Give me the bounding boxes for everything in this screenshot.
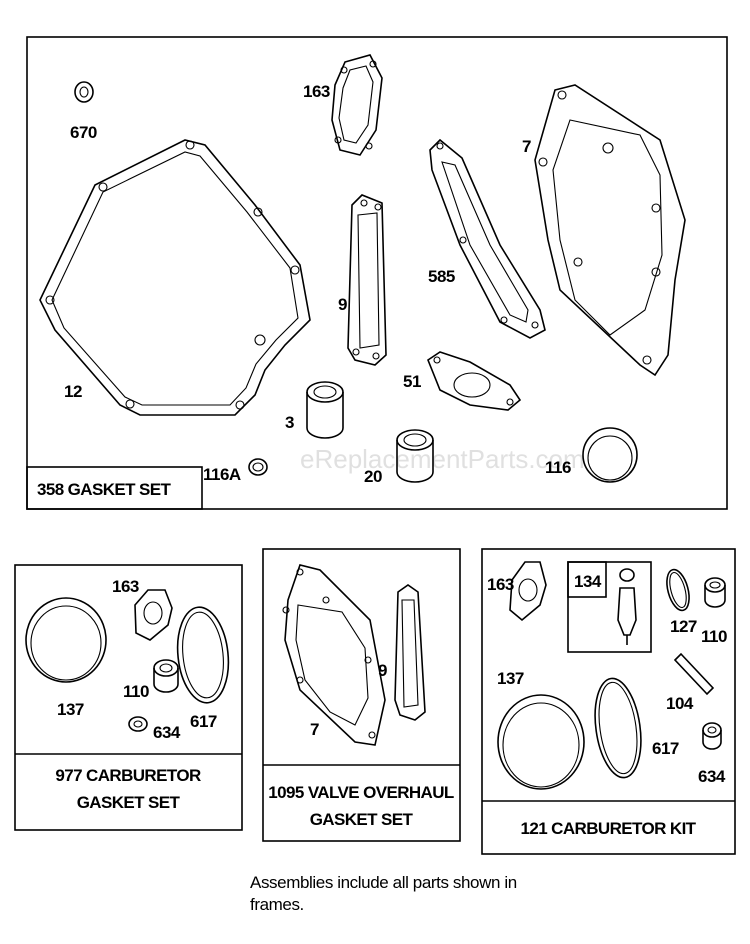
part-617-gasket-kit bbox=[594, 677, 642, 779]
label-137-kit: 137 bbox=[497, 669, 524, 688]
label-670: 670 bbox=[70, 123, 97, 142]
label-110-kit: 110 bbox=[701, 627, 727, 646]
part-9-gasket-valve bbox=[394, 584, 426, 721]
frame-134 bbox=[567, 561, 652, 653]
part-51-gasket bbox=[427, 351, 522, 411]
label-585: 585 bbox=[428, 267, 455, 286]
label-3: 3 bbox=[285, 413, 294, 432]
title-box-358 bbox=[26, 466, 203, 510]
part-127-ring-kit bbox=[666, 568, 690, 612]
part-137-ring-carb bbox=[25, 597, 107, 683]
label-20: 20 bbox=[364, 467, 382, 486]
title-977-line1: 977 CARBURETOR bbox=[55, 766, 201, 785]
title-358-gasket-set: 358 GASKET SET bbox=[37, 480, 172, 499]
label-9-valve: 9 bbox=[378, 661, 387, 680]
part-163-gasket-carb bbox=[134, 589, 173, 641]
label-163-main: 163 bbox=[303, 82, 330, 101]
part-134-needle-valve bbox=[617, 568, 637, 645]
frame-1095-valve-overhaul-gasket-set bbox=[262, 548, 461, 842]
part-116-ring bbox=[582, 427, 638, 483]
frame-977-carburetor-gasket-set bbox=[14, 564, 243, 831]
assemblies-note: Assemblies include all parts shown in fr… bbox=[250, 873, 517, 914]
part-20-seal bbox=[396, 429, 434, 483]
frame-358-gasket-set bbox=[26, 36, 728, 510]
label-634-carb: 634 bbox=[153, 723, 181, 742]
label-163-kit: 163 bbox=[487, 575, 514, 594]
part-634-seal-carb bbox=[128, 716, 148, 732]
label-617-kit: 617 bbox=[652, 739, 679, 758]
title-1095-line2: GASKET SET bbox=[310, 810, 414, 829]
part-3-seal bbox=[306, 381, 344, 439]
part-670-ring bbox=[74, 81, 94, 103]
part-110-seal-kit bbox=[704, 577, 726, 608]
label-12: 12 bbox=[64, 382, 82, 401]
part-7-head-gasket bbox=[534, 84, 686, 377]
title-977-line2: GASKET SET bbox=[77, 793, 181, 812]
label-9-main: 9 bbox=[338, 295, 347, 314]
label-134: 134 bbox=[574, 572, 602, 591]
label-51: 51 bbox=[403, 372, 421, 391]
watermark: eReplacementParts.com bbox=[300, 444, 585, 474]
part-7-head-gasket-valve bbox=[282, 564, 386, 746]
label-7-valve: 7 bbox=[310, 720, 319, 739]
label-110-carb: 110 bbox=[123, 682, 149, 701]
part-12-crankcase-gasket bbox=[39, 139, 311, 416]
part-116a-ring bbox=[248, 458, 268, 476]
part-9-gasket bbox=[347, 194, 387, 366]
part-163-gasket bbox=[331, 54, 383, 156]
label-7-main: 7 bbox=[522, 137, 531, 156]
part-585-gasket bbox=[429, 138, 546, 339]
label-116: 116 bbox=[545, 458, 571, 477]
part-110-seal-carb bbox=[153, 659, 179, 693]
title-121-carburetor-kit: 121 CARBURETOR KIT bbox=[521, 819, 697, 838]
part-137-ring-kit bbox=[497, 694, 585, 790]
title-1095-line1: 1095 VALVE OVERHAUL bbox=[268, 783, 454, 802]
label-137-carb: 137 bbox=[57, 700, 84, 719]
label-617-carb: 617 bbox=[190, 712, 217, 731]
part-617-gasket-carb bbox=[176, 606, 230, 704]
part-163-gasket-kit bbox=[509, 561, 547, 622]
frame-121-carburetor-kit bbox=[481, 548, 736, 855]
label-116a: 116A bbox=[203, 465, 241, 484]
label-127-kit: 127 bbox=[670, 617, 697, 636]
label-163-carb: 163 bbox=[112, 577, 139, 596]
title-box-134 bbox=[567, 561, 607, 598]
part-634-seal-kit bbox=[702, 722, 722, 750]
label-104-kit: 104 bbox=[666, 694, 694, 713]
part-104-pin-kit bbox=[673, 652, 715, 696]
label-634-kit: 634 bbox=[698, 767, 726, 786]
